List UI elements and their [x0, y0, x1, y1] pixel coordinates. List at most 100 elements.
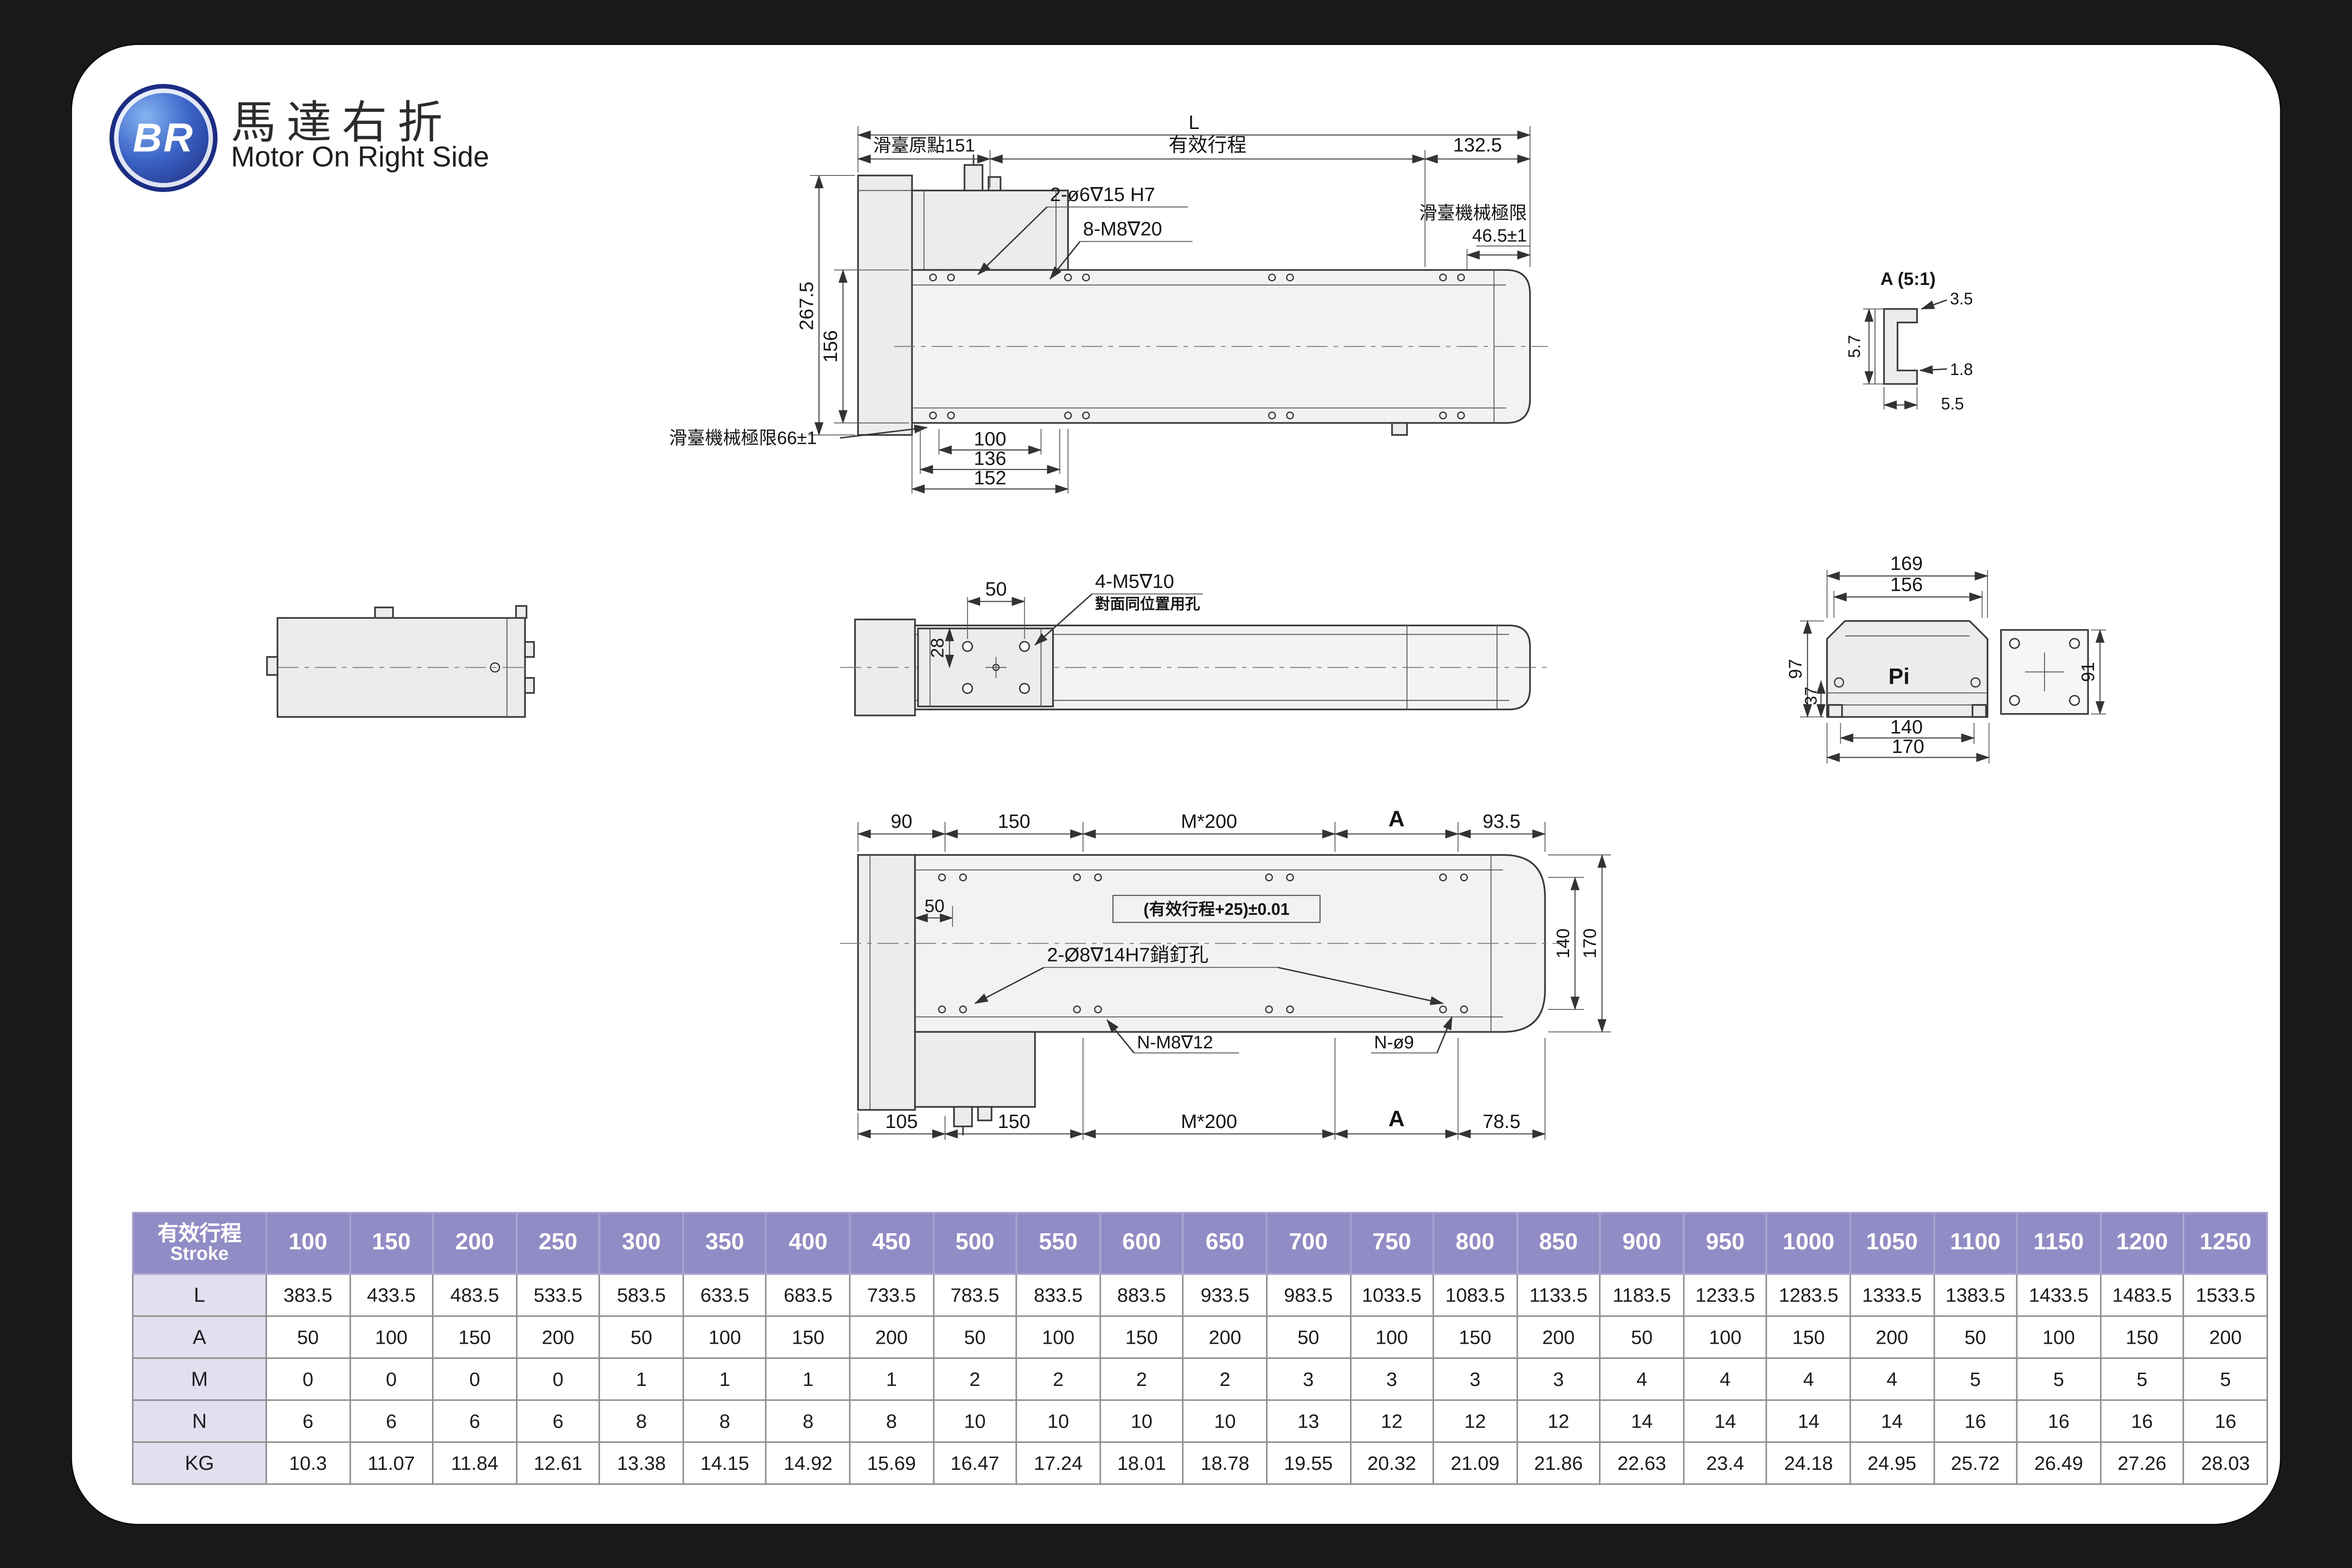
table-cell: 16 [1933, 1399, 2018, 1443]
table-cell: 783.5 [932, 1273, 1018, 1317]
pi-logo: Pi [1888, 664, 1910, 689]
dim-100: 100 [974, 428, 1006, 450]
stroke-col-header: 350 [682, 1211, 767, 1275]
table-cell: 12 [1349, 1399, 1434, 1443]
stroke-col-header: 150 [349, 1211, 434, 1275]
table-cell: 24.18 [1766, 1441, 1851, 1485]
table-cell: 100 [1016, 1315, 1101, 1359]
table-cell: 28.03 [2183, 1441, 2268, 1485]
table-cell: 3 [1266, 1357, 1351, 1401]
stroke-col-header: 1100 [1933, 1211, 2018, 1275]
table-cell: 27.26 [2099, 1441, 2185, 1485]
table-cell: 14 [1599, 1399, 1684, 1443]
page-subtitle: Motor On Right Side [231, 142, 489, 174]
dim-93-5: 93.5 [1482, 810, 1520, 832]
dim-5-5: 5.5 [1941, 395, 1964, 413]
table-cell: 50 [1266, 1315, 1351, 1359]
table-cell: 483.5 [432, 1273, 517, 1317]
table-cell: 18.78 [1182, 1441, 1268, 1485]
table-cell: 0 [515, 1357, 601, 1401]
table-cell: 19.55 [1266, 1441, 1351, 1485]
table-cell: 10 [1099, 1399, 1184, 1443]
table-cell: 383.5 [265, 1273, 350, 1317]
limit-right-label: 滑臺機械極限 [1419, 203, 1527, 223]
table-cell: 0 [432, 1357, 517, 1401]
table-cell: 0 [265, 1357, 350, 1401]
table-cell: 150 [2099, 1315, 2185, 1359]
table-cell: 8 [682, 1399, 767, 1443]
dim-136: 136 [974, 448, 1006, 469]
stroke-col-header: 450 [849, 1211, 934, 1275]
table-cell: 16 [2099, 1399, 2185, 1443]
table-cell: 23.4 [1682, 1441, 1768, 1485]
table-cell: 26.49 [2016, 1441, 2101, 1485]
table-cell: 24.95 [1849, 1441, 1935, 1485]
table-cell: 833.5 [1016, 1273, 1101, 1317]
table-cell: 25.72 [1933, 1441, 2018, 1485]
table-cell: 10 [932, 1399, 1018, 1443]
dim-97: 97 [1786, 659, 1806, 679]
table-cell: 6 [349, 1399, 434, 1443]
table-cell: 22.63 [1599, 1441, 1684, 1485]
table-cell: 16.47 [932, 1441, 1018, 1485]
table-cell: 200 [1516, 1315, 1601, 1359]
stroke-col-header: 100 [265, 1211, 350, 1275]
table-cell: 1 [849, 1357, 934, 1401]
table-cell: 50 [1933, 1315, 2018, 1359]
table-cell: 4 [1849, 1357, 1935, 1401]
table-cell: 1433.5 [2016, 1273, 2101, 1317]
dim-152: 152 [974, 467, 1006, 489]
table-cell: 583.5 [599, 1273, 684, 1317]
table-cell: 200 [849, 1315, 934, 1359]
table-cell: 6 [265, 1399, 350, 1443]
dim-1-8: 1.8 [1950, 361, 1973, 379]
stroke-col-header: 1200 [2099, 1211, 2185, 1275]
dim-28: 28 [928, 638, 948, 658]
table-cell: 8 [765, 1399, 851, 1443]
callout-m5-holes: 4-M5∇10 [1095, 570, 1174, 592]
table-cell: 0 [349, 1357, 434, 1401]
stroke-col-header: 1000 [1766, 1211, 1851, 1275]
section-a-detail: A (5:1) 3.5 5.7 1.8 5.5 [1846, 269, 1973, 413]
stroke-col-header: 1250 [2183, 1211, 2268, 1275]
table-cell: 50 [265, 1315, 350, 1359]
stroke-col-header: 200 [432, 1211, 517, 1275]
table-cell: 14 [1766, 1399, 1851, 1443]
table-cell: 11.84 [432, 1441, 517, 1485]
table-cell: 1083.5 [1433, 1273, 1518, 1317]
dim-3-5: 3.5 [1950, 290, 1973, 308]
table-cell: 5 [2099, 1357, 2185, 1401]
stroke-col-header: 850 [1516, 1211, 1601, 1275]
callout-n-o9: N-ø9 [1374, 1033, 1414, 1053]
dim-50-bottom: 50 [925, 896, 945, 916]
table-cell: 3 [1516, 1357, 1601, 1401]
dim-5-7: 5.7 [1846, 335, 1864, 358]
dim-78-5: 78.5 [1482, 1110, 1520, 1132]
stroke-tolerance-note: (有效行程+25)±0.01 [1143, 900, 1289, 919]
table-cell: 1 [599, 1357, 684, 1401]
dim-156b: 156 [1890, 573, 1923, 595]
table-cell: 17.24 [1016, 1441, 1101, 1485]
dim-m200-bottom: M*200 [1181, 1110, 1237, 1132]
dim-91: 91 [2078, 662, 2098, 682]
dim-90: 90 [891, 810, 912, 832]
table-cell: 983.5 [1266, 1273, 1351, 1317]
table-cell: 3 [1433, 1357, 1518, 1401]
dim-140: 140 [1553, 928, 1573, 958]
table-cell: 1 [765, 1357, 851, 1401]
table-cell: 100 [2016, 1315, 2101, 1359]
dim-170: 170 [1580, 928, 1600, 958]
table-cell: 883.5 [1099, 1273, 1184, 1317]
side-view-drawing: L 滑臺原點151 有效行程 132.5 267.5 156 滑臺機械極限66±… [669, 111, 1548, 494]
table-cell: 5 [2016, 1357, 2101, 1401]
dim-150-bottom: 150 [998, 1110, 1030, 1132]
table-cell: 13.38 [599, 1441, 684, 1485]
table-cell: 8 [599, 1399, 684, 1443]
table-cell: 1283.5 [1766, 1273, 1851, 1317]
table-cell: 533.5 [515, 1273, 601, 1317]
